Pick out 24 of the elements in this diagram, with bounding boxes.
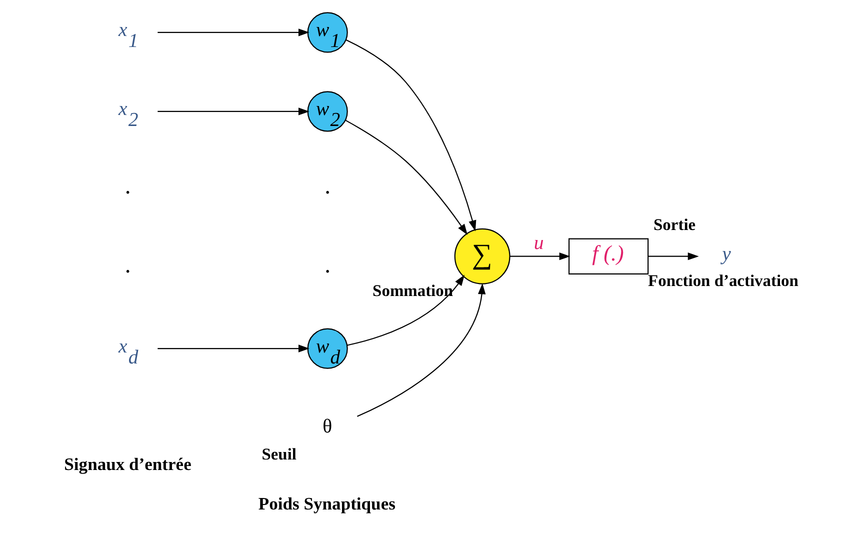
node-label: Fonction d’activation — [648, 270, 798, 290]
node-box: f (.) — [568, 238, 649, 274]
arrow — [347, 274, 465, 346]
arrow — [158, 344, 310, 352]
node-label: Sortie — [654, 214, 696, 234]
label: . — [126, 256, 130, 277]
label: . — [126, 178, 130, 198]
arrow — [346, 39, 476, 232]
node-text: θ — [322, 415, 332, 438]
node-circle: ∑ — [454, 228, 510, 284]
arrow — [345, 120, 468, 236]
node-label: Sommation — [372, 280, 454, 300]
label: Poids Synaptiques — [258, 494, 396, 514]
node-text: y — [722, 243, 731, 266]
label: Signaux d’entrée — [64, 454, 192, 474]
edge-label: u — [534, 232, 544, 254]
arrow — [158, 28, 310, 36]
arrow — [158, 108, 310, 116]
label: . — [325, 178, 330, 198]
node-label: Seuil — [262, 444, 296, 464]
arrow — [510, 252, 570, 260]
arrow — [356, 283, 486, 417]
arrow — [648, 252, 699, 260]
label: . — [325, 256, 330, 277]
